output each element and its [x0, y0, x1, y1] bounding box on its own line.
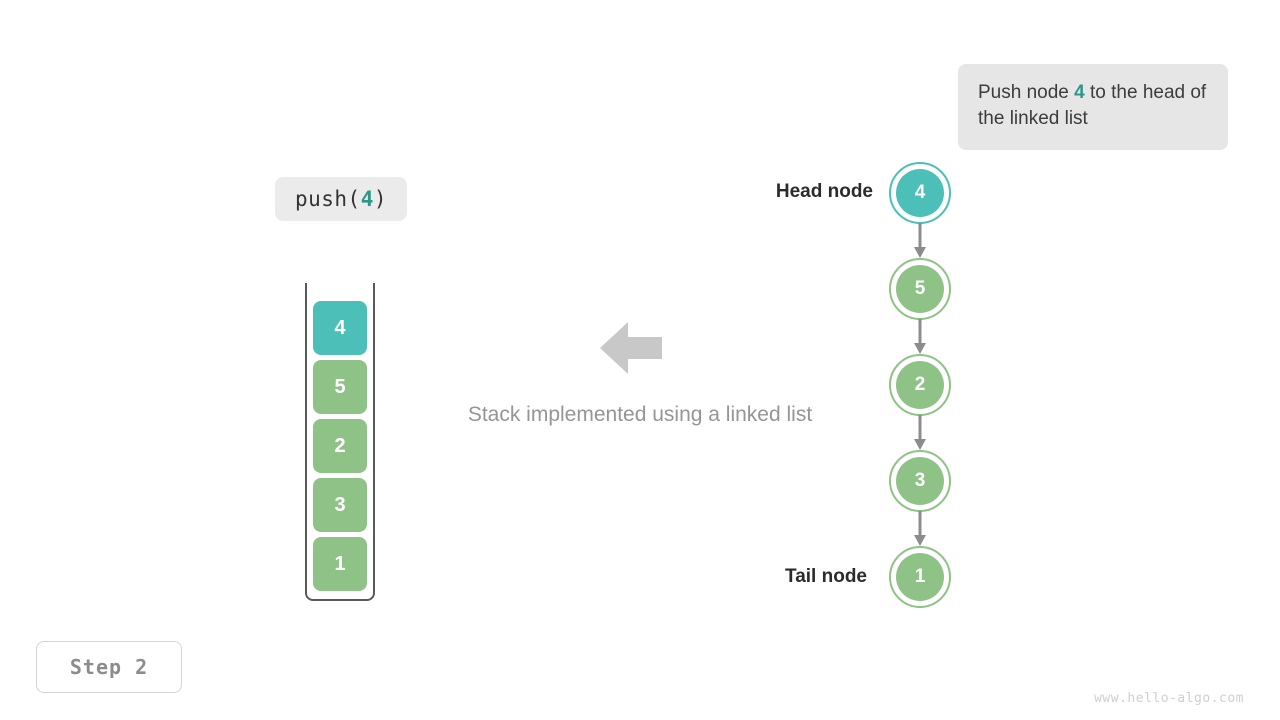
linked-list-node-head: 4: [889, 162, 951, 224]
diagram-caption: Stack implemented using a linked list: [467, 403, 813, 426]
tail-node-label: Tail node: [785, 566, 867, 587]
stack-cell-value: 3: [334, 493, 346, 516]
stack-cell: 2: [313, 419, 367, 473]
node-core: 5: [896, 265, 944, 313]
operation-label: push(4): [275, 177, 407, 221]
node-core: 2: [896, 361, 944, 409]
linked-list-node-tail: 1: [889, 546, 951, 608]
linked-list-node: 3: [889, 450, 951, 512]
stack-cell: 3: [313, 478, 367, 532]
head-node-label: Head node: [775, 181, 873, 202]
node-core: 4: [896, 169, 944, 217]
stack-cell-value: 4: [334, 316, 346, 339]
operation-suffix: ): [373, 187, 388, 211]
connector-arrow-icon: [913, 415, 927, 451]
stack-cell-value: 1: [334, 552, 346, 575]
stack-cell: 4: [313, 301, 367, 355]
callout-text-after: to the head of the linked list: [978, 82, 1207, 129]
step-badge: Step 2: [36, 641, 182, 693]
linked-list-node: 5: [889, 258, 951, 320]
node-value: 1: [914, 566, 926, 587]
stack-cell: 1: [313, 537, 367, 591]
stack-cell: 5: [313, 360, 367, 414]
connector-arrow-icon: [913, 511, 927, 547]
stack-container: 4 5 2 3 1: [305, 283, 375, 601]
stack-cell-value: 5: [334, 375, 346, 398]
callout-box: Push node 4 to the head of the linked li…: [958, 64, 1228, 150]
operation-prefix: push(: [294, 187, 361, 211]
callout-text-before: Push node: [978, 82, 1075, 103]
node-core: 3: [896, 457, 944, 505]
footer-url: www.hello-algo.com: [1094, 691, 1244, 706]
connector-arrow-icon: [913, 223, 927, 259]
node-value: 4: [914, 182, 926, 203]
node-value: 3: [914, 470, 926, 491]
node-value: 2: [914, 374, 926, 395]
callout-highlight-value: 4: [1074, 82, 1085, 103]
arrow-left-icon: [600, 318, 664, 378]
connector-arrow-icon: [913, 319, 927, 355]
operation-value: 4: [360, 187, 374, 211]
linked-list-node: 2: [889, 354, 951, 416]
node-core: 1: [896, 553, 944, 601]
stack-cell-value: 2: [334, 434, 346, 457]
node-value: 5: [914, 278, 926, 299]
